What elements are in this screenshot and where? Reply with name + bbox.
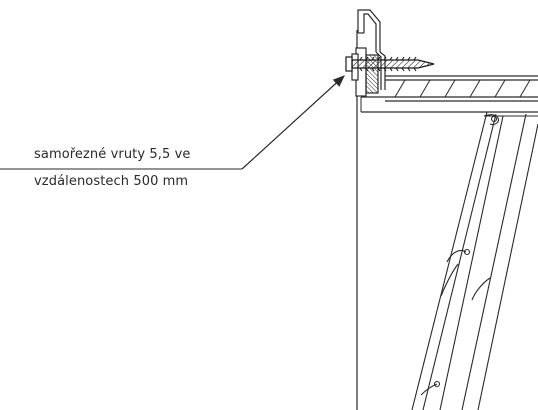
callout-leader xyxy=(0,75,345,170)
screw-icon xyxy=(345,56,435,72)
annotation-line-2: vzdálenostech 500 mm xyxy=(34,174,189,189)
bracket-block xyxy=(351,47,379,97)
callout-leader-line xyxy=(241,75,345,170)
flashing-profile xyxy=(357,9,386,90)
annotation-line-1: samořezné vruty 5,5 ve xyxy=(34,147,191,162)
inclined-panel xyxy=(411,111,538,410)
soffit-plate xyxy=(361,75,538,113)
